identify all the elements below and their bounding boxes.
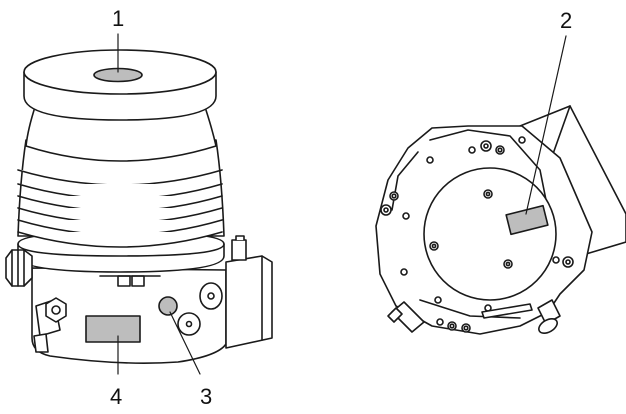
pump-body [17,139,225,248]
rating-plate [505,204,549,236]
leader-3 [169,311,201,375]
mounting-screws [380,136,574,333]
center-plate [423,167,557,301]
front-bolt [45,297,67,323]
vent-fitting [537,299,561,335]
leader-2 [525,35,567,215]
callout-1-label: 1 [112,6,124,31]
top-connector-block [231,239,247,261]
fitting-lower [177,312,201,336]
pump-side-view [5,49,273,364]
right-electronics-block [225,255,273,349]
callout-2-label: 2 [560,8,572,33]
status-led [158,296,178,316]
side-knob [5,249,33,287]
callout-3-label: 3 [200,384,212,409]
fitting-upper [199,282,223,310]
callout-leaders [117,33,567,375]
inlet-flange [23,49,217,121]
bottom-connector [387,301,425,333]
product-label-plate [85,315,141,343]
pump-bottom-view [375,105,626,335]
callout-4-label: 4 [110,384,122,409]
